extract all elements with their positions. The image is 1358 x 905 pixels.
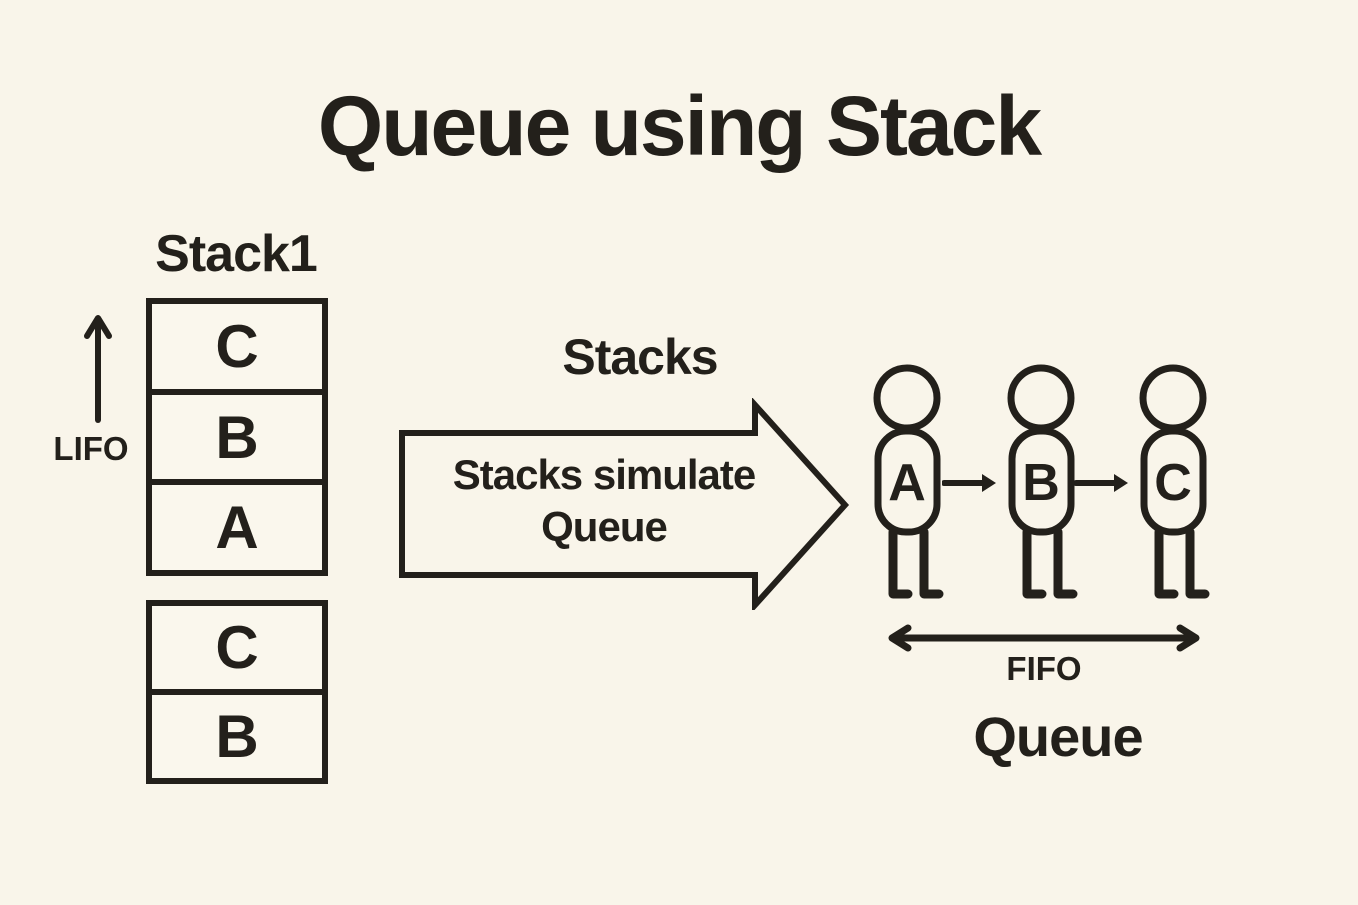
- person-figure-b: B: [1007, 364, 1078, 599]
- stack-cell: C: [215, 312, 259, 380]
- person-label: A: [888, 454, 926, 512]
- block-arrow-caption-line2: Queue: [541, 503, 668, 550]
- lifo-order-label: LIFO: [53, 430, 129, 467]
- person-torso: [1140, 427, 1207, 536]
- stack1-bottom-box: C B: [146, 600, 328, 784]
- person-right-leg: [1053, 527, 1078, 599]
- person-figure-c: C: [1139, 364, 1210, 599]
- person-left-leg: [888, 527, 913, 599]
- stack-cell: C: [215, 614, 259, 681]
- stack-cell: B: [152, 689, 322, 778]
- queue-heading: Queue: [973, 705, 1143, 768]
- person-label: B: [1022, 454, 1060, 512]
- block-arrow-caption: Stacks simulate Queue: [404, 449, 804, 553]
- person-left-leg: [1154, 527, 1179, 599]
- stack-cell: A: [152, 479, 322, 570]
- right-arrow-icon: [1074, 474, 1128, 492]
- person-label: C: [1154, 454, 1192, 512]
- person-figure-a: A: [873, 364, 944, 599]
- person-left-leg: [1022, 527, 1047, 599]
- lifo-up-arrow-icon: [84, 315, 112, 423]
- person-right-leg: [919, 527, 944, 599]
- fifo-order-label: FIFO: [1006, 650, 1082, 687]
- fifo-double-arrow-icon: [888, 624, 1200, 652]
- person-head: [1139, 364, 1207, 432]
- person-torso: [1008, 427, 1075, 536]
- person-head: [873, 364, 941, 432]
- stack1-heading: Stack1: [155, 225, 318, 283]
- stack-cell: B: [152, 388, 322, 480]
- person-right-leg: [1185, 527, 1210, 599]
- person-head: [1007, 364, 1075, 432]
- person-torso: [874, 427, 941, 536]
- right-arrow-icon: [942, 474, 996, 492]
- stacks-heading: Stacks: [562, 329, 718, 385]
- block-arrow-right-icon: [399, 398, 850, 610]
- page-title: Queue using Stack: [317, 79, 1042, 173]
- stack1-top-box: C B A: [146, 298, 328, 576]
- block-arrow-caption-line1: Stacks simulate: [452, 451, 757, 498]
